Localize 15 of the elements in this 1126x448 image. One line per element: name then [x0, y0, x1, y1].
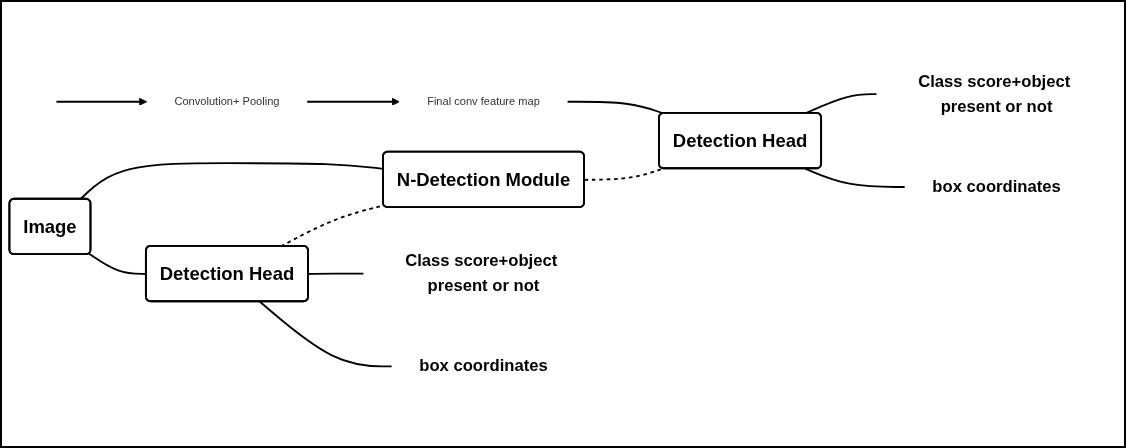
text-label: box coordinates [932, 177, 1061, 196]
connector [258, 300, 393, 368]
connector [804, 167, 906, 188]
process-box: Detection Head [144, 244, 309, 303]
process-box: N-Detection Module [382, 150, 585, 208]
text-label: Class score+object present or not [405, 251, 558, 295]
process-box: Image [8, 197, 92, 256]
text-label: Convolution+ Pooling [174, 95, 280, 109]
connector [566, 100, 664, 115]
text-label: Final conv feature map [427, 95, 540, 109]
text-label: Class score+object present or not [918, 72, 1071, 116]
text-label: box coordinates [419, 356, 548, 376]
arrow [55, 97, 148, 106]
arrow [306, 97, 400, 106]
process-box: Detection Head [658, 111, 823, 170]
